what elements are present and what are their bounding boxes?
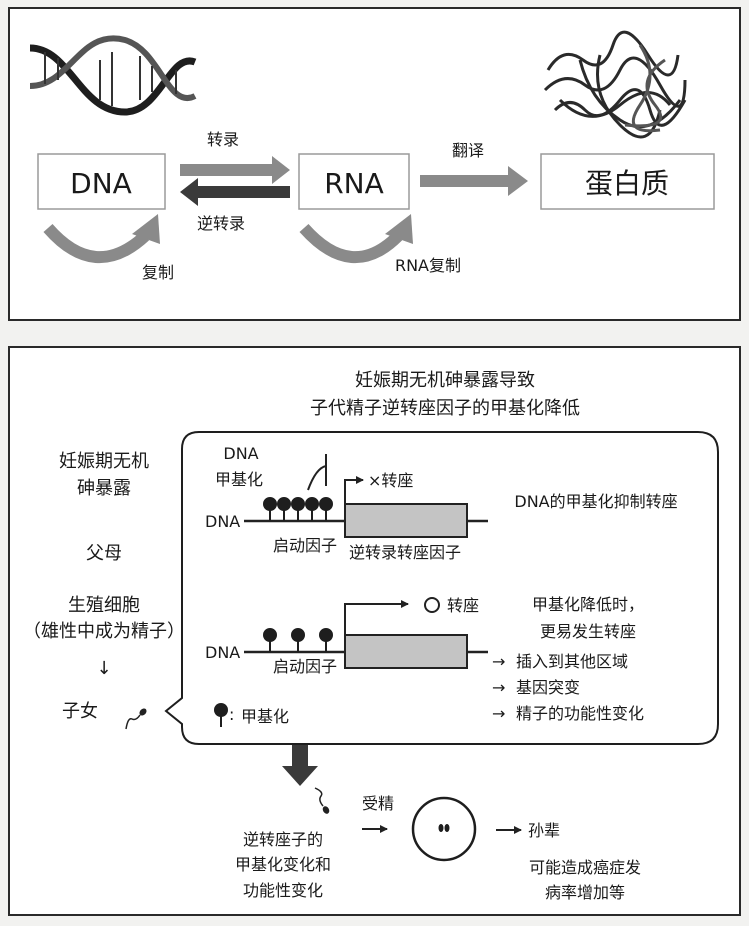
rna-replication-arrow <box>299 214 413 263</box>
rna-box <box>298 153 410 210</box>
result-line-2: 甲基化变化和 <box>235 855 331 874</box>
protein-structure-icon <box>543 30 687 139</box>
dna-methylation-line-2: 甲基化 <box>215 470 263 489</box>
result-line-3: 功能性变化 <box>243 881 323 900</box>
replication-label: 复制 <box>142 263 174 282</box>
effect-arrow-icon: → <box>492 652 505 671</box>
fertilized-egg-icon <box>411 796 477 862</box>
sperm-icon <box>125 708 147 730</box>
effect-arrow-icon: → <box>492 704 505 723</box>
methyl-groups-row-2 <box>263 628 333 652</box>
exposure-line-1: 妊娠期无机 <box>59 451 149 472</box>
methylation-panel: 妊娠期无机砷暴露导致 子代精子逆转座因子的甲基化降低 妊娠期无机 砷暴露 父母 … <box>8 346 741 916</box>
retrotransposon-gene-1 <box>344 503 468 538</box>
germ-cell-line-2: （雄性中成为精子） <box>23 621 185 642</box>
outcome-line-1: 可能造成癌症发 <box>529 858 641 877</box>
grandchildren-label: 孙辈 <box>528 821 560 840</box>
transposition-ok-icon <box>424 597 440 613</box>
replication-arrow <box>43 214 160 263</box>
dna-methylation-line-1: DNA <box>223 444 258 463</box>
promoter-label-2: 启动因子 <box>273 657 337 676</box>
title-line-2: 子代精子逆转座因子的甲基化降低 <box>310 398 580 419</box>
dna-strand-label-2: DNA <box>205 643 240 662</box>
transposition-arrow-1 <box>344 476 364 505</box>
reduced-methylation-line-2: 更易发生转座 <box>540 622 636 641</box>
transposition-arrow-2 <box>344 600 409 636</box>
retrotransposon-label: 逆转录转座因子 <box>349 543 461 562</box>
retrotransposon-gene-2 <box>344 634 468 669</box>
methyl-legend-icon: : <box>214 703 234 727</box>
down-arrow-glyph: ↓ <box>96 658 111 679</box>
offspring-label: 子女 <box>62 701 98 722</box>
rna-label: RNA <box>324 167 384 200</box>
effects-list: → 插入到其他区域 → 基因突变 → 精子的功能性变化 <box>492 652 644 723</box>
protein-label: 蛋白质 <box>585 167 669 200</box>
transcription-arrow <box>180 156 290 184</box>
transposition-ok-label: 转座 <box>447 596 479 615</box>
effect-item: 精子的功能性变化 <box>516 704 644 723</box>
dna-helix-icon <box>29 35 197 116</box>
translation-label: 翻译 <box>452 141 484 160</box>
parents-label: 父母 <box>86 543 122 564</box>
rna-replication-label: RNA复制 <box>395 256 461 275</box>
effect-arrow-icon: → <box>492 678 505 697</box>
methylation-suppresses-label: DNA的甲基化抑制转座 <box>514 492 677 511</box>
effect-item: 基因突变 <box>516 678 580 697</box>
fertilization-label: 受精 <box>362 794 394 813</box>
central-dogma-panel: DNA RNA 蛋白质 转录 逆转录 翻译 复制 RNA复制 <box>8 7 741 321</box>
title-line-1: 妊娠期无机砷暴露导致 <box>355 370 535 391</box>
legend-label: 甲基化 <box>241 707 289 726</box>
methylation-callout-frame <box>164 431 719 745</box>
effect-item: 插入到其他区域 <box>516 652 628 671</box>
sperm-icon-2 <box>314 787 330 814</box>
reduced-methylation-line-1: 甲基化降低时， <box>532 595 644 614</box>
dna-box <box>37 153 166 210</box>
reverse-transcription-arrow <box>180 178 290 206</box>
transcription-blocked-marker <box>307 454 327 491</box>
transcription-label: 转录 <box>207 130 239 149</box>
svg-text::: : <box>229 705 234 724</box>
exposure-line-2: 砷暴露 <box>77 478 131 499</box>
germ-cell-line-1: 生殖细胞 <box>68 594 140 616</box>
no-transposition-label: ×转座 <box>368 471 413 490</box>
outcome-line-2: 病率增加等 <box>545 883 625 902</box>
big-down-arrow <box>282 745 318 786</box>
methyl-groups-row-1 <box>263 497 333 521</box>
translation-arrow <box>420 166 528 196</box>
dna-strand-label-1: DNA <box>205 512 240 531</box>
result-line-1: 逆转座子的 <box>243 830 323 849</box>
dna-label: DNA <box>70 167 132 200</box>
promoter-label-1: 启动因子 <box>273 536 337 555</box>
protein-box <box>540 153 715 210</box>
reverse-transcription-label: 逆转录 <box>197 214 245 233</box>
